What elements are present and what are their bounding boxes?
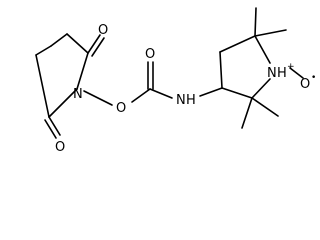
bond-c2-methyl-a xyxy=(241,97,253,129)
radical-dot: • xyxy=(311,73,316,83)
bond-c3-c4 xyxy=(50,33,68,47)
atom-o-carbonyl-top: O xyxy=(98,23,108,38)
bond-c4-c5ring xyxy=(219,35,256,53)
bond-nring-oxide xyxy=(289,67,304,79)
bond-oester-ccarbonyl xyxy=(131,88,151,103)
atom-charge-plus: + xyxy=(287,62,295,72)
bond-nh-c3ring xyxy=(199,87,223,97)
bond-c5-n xyxy=(76,52,89,90)
atom-h-ring: H xyxy=(277,66,287,81)
bond-c6-o-bottom-2 xyxy=(44,119,57,139)
bond-c5-methyl-a xyxy=(254,7,257,37)
bond-c2-methyl-b xyxy=(251,97,279,117)
bond-c5-nring xyxy=(254,35,271,64)
atom-o-carbonyl-bottom: O xyxy=(55,140,65,153)
atom-n-ring: N xyxy=(267,66,277,81)
bond-c5-o-top-2 xyxy=(91,37,105,57)
bond-c6-c2 xyxy=(35,54,50,118)
bond-c3-c4ring xyxy=(219,51,223,89)
atom-o-oxide: O xyxy=(300,77,310,92)
bond-n-c6 xyxy=(48,88,78,118)
bond-c4-c5 xyxy=(66,33,89,54)
chemical-structure-diagram: O O N O O N H N H + O • xyxy=(35,7,316,153)
bond-n-oester xyxy=(83,90,113,106)
pyrrolidine-ring xyxy=(219,7,304,129)
bond-c5-methyl-b xyxy=(254,29,287,37)
bond-c6-o-bottom-1 xyxy=(48,116,61,136)
bond-c2-c3ring xyxy=(221,87,253,99)
atom-n-imide: N xyxy=(73,87,83,102)
succinimide-ring xyxy=(35,33,105,139)
bond-c2-c3 xyxy=(35,45,52,56)
atom-h-amide: H xyxy=(186,93,196,108)
bond-nring-c2ring xyxy=(251,78,271,99)
atom-o-carbamate-carbonyl: O xyxy=(145,47,155,62)
bond-ccarbonyl-nh xyxy=(149,88,173,99)
atom-o-ester: O xyxy=(116,101,126,116)
atom-n-amide: N xyxy=(176,93,186,108)
bond-c5-o-top-1 xyxy=(87,34,101,54)
